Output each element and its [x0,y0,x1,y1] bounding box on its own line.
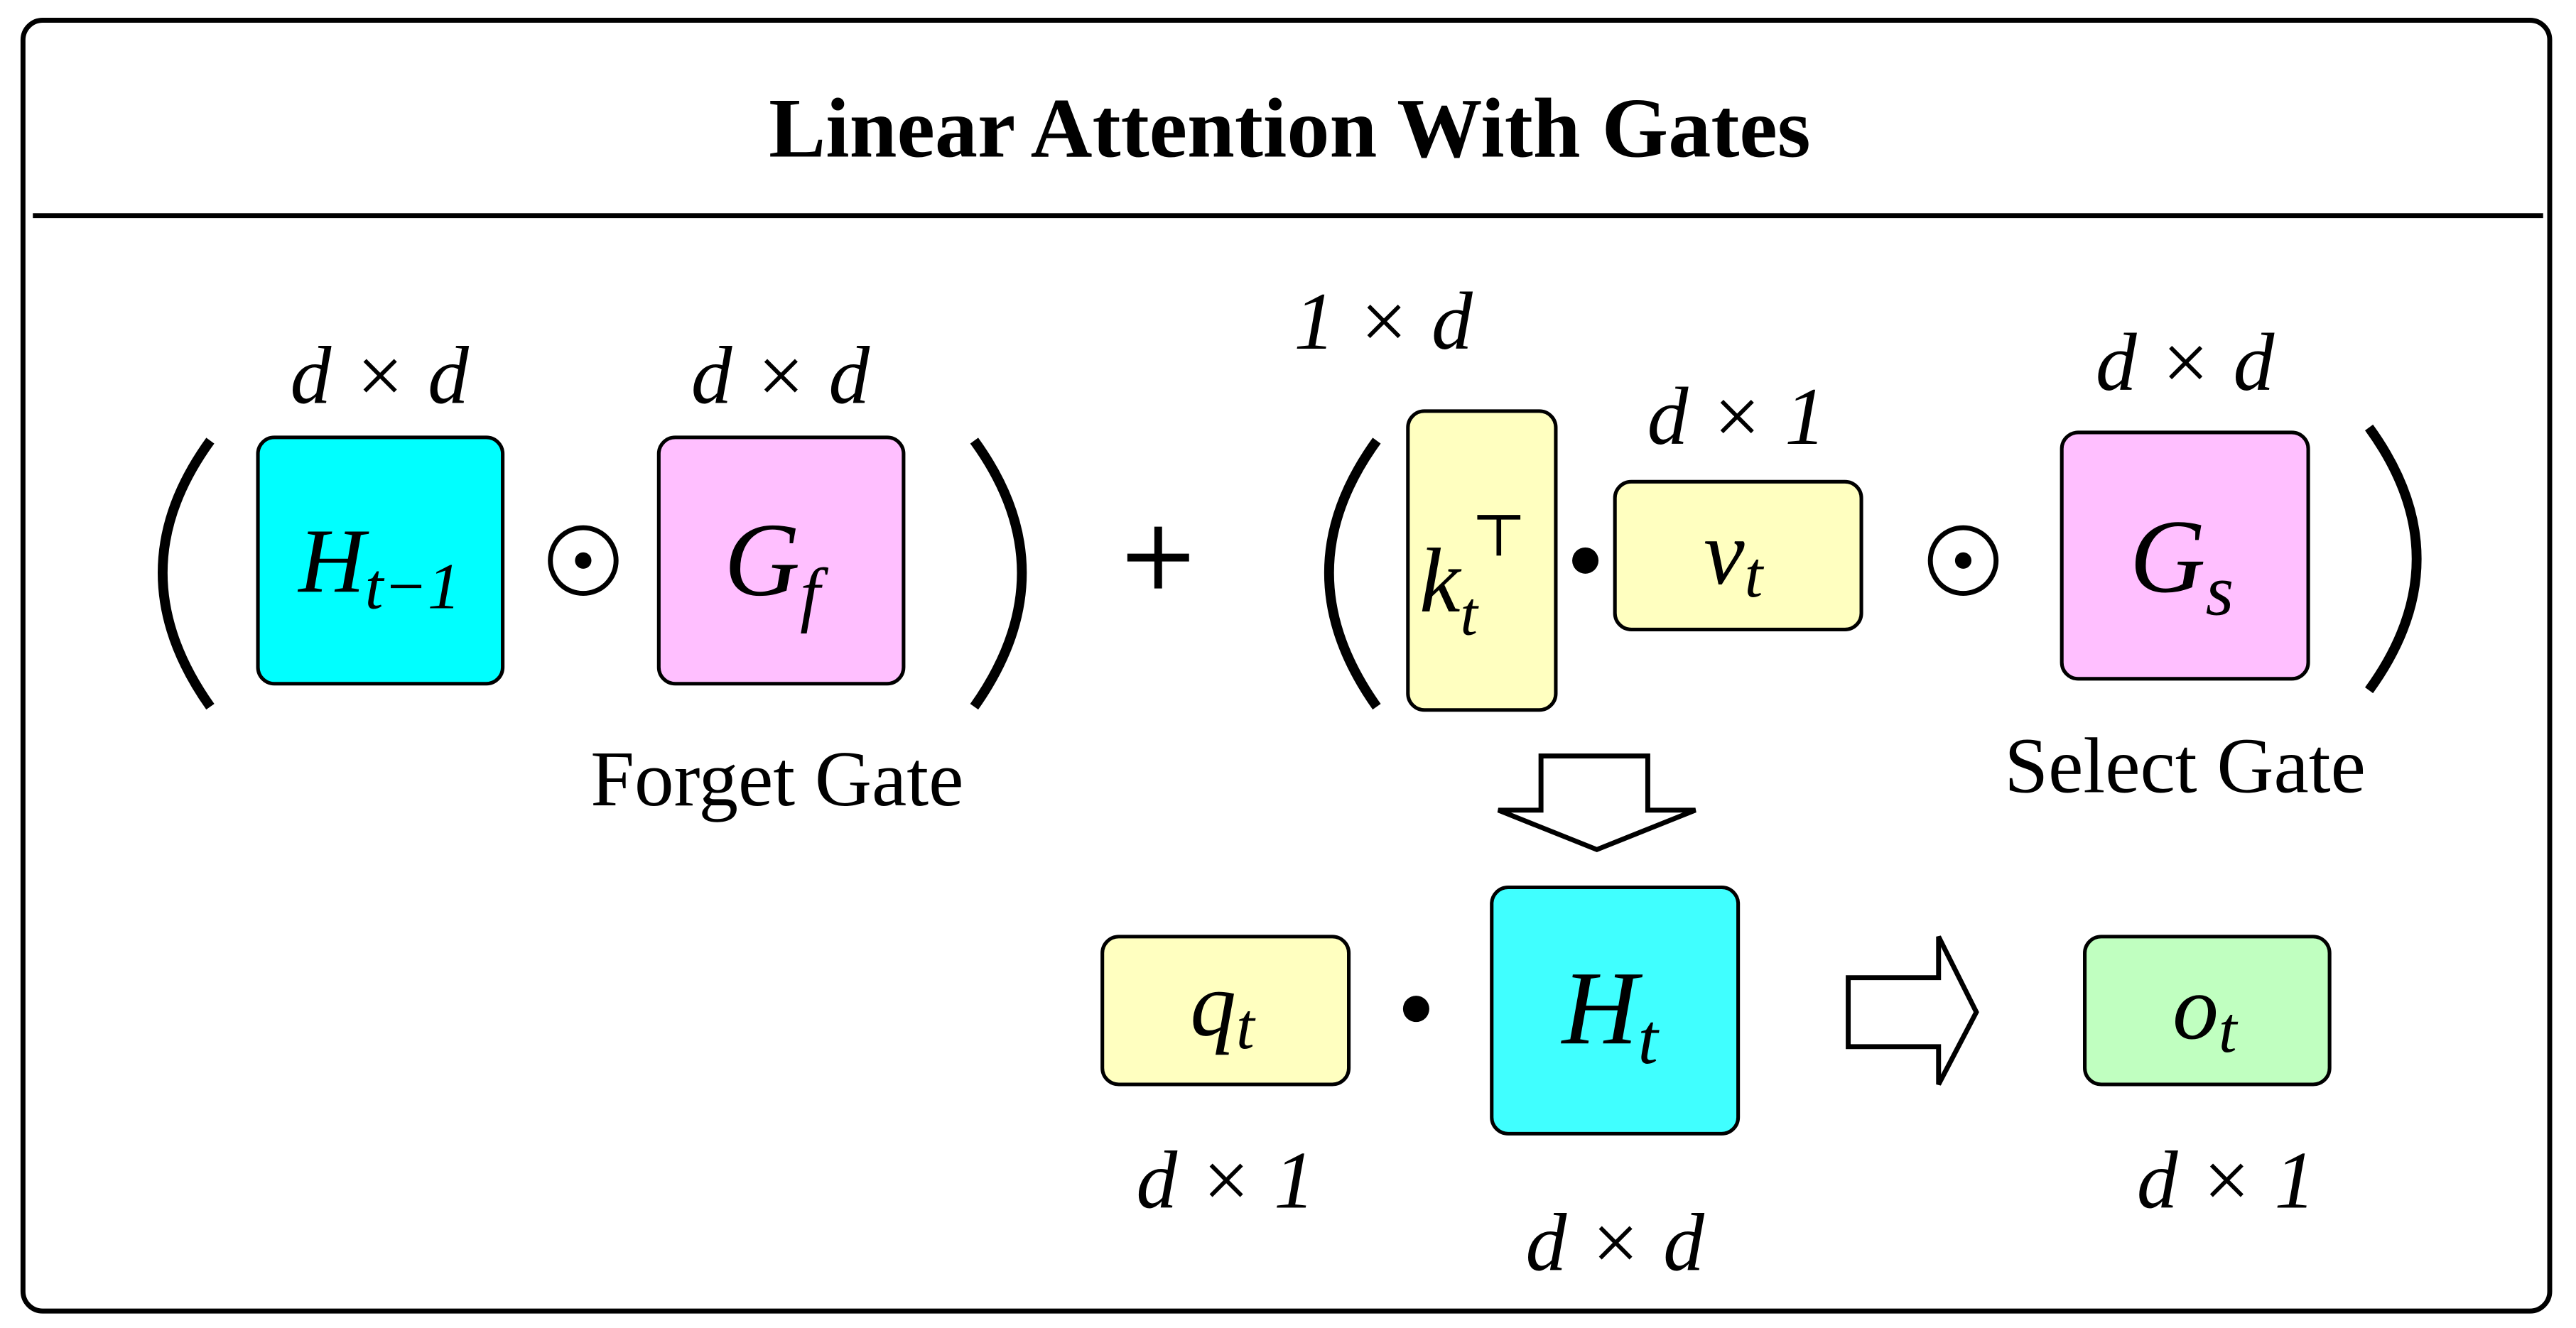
close-paren-2 [2365,424,2422,694]
right-arrow-icon [1846,935,1979,1086]
h-prev-box [256,435,505,686]
q-term: qt [1190,954,1256,1064]
dim-o: d × 1 [2137,1135,2315,1226]
k-term: kt⊤ [1419,504,1527,648]
dim-k: 1 × d [1294,276,1473,367]
diagram-title: Linear Attention With Gates [769,81,1811,175]
dim-h-t: d × d [1525,1197,1705,1288]
open-paren-2 [1324,437,1381,710]
down-arrow-icon [1497,753,1696,853]
plus-op: + [1117,497,1199,612]
dim-g-f: d × d [691,330,871,421]
h-t-term: Ht [1561,950,1660,1079]
select-gate-box [2060,430,2310,681]
dot-op-2 [1402,996,1429,1023]
hadamard-dot-2 [1954,552,1971,569]
dot-op-1 [1572,547,1599,574]
h-prev-term: Ht−1 [297,511,460,623]
o-box [2083,935,2332,1087]
h-t-box [1490,885,1741,1136]
q-box [1100,935,1351,1087]
hadamard-op-2 [1927,525,1999,597]
forget-gate-box [656,435,906,686]
close-paren-1 [970,437,1027,710]
dim-g-s: d × d [2096,317,2275,408]
g-s-term: Gs [2130,499,2234,631]
select-gate-label: Select Gate [2004,722,2366,810]
o-term: ot [2172,957,2239,1067]
hadamard-dot-1 [575,552,592,569]
dim-h-prev: d × d [290,330,470,421]
k-box [1406,409,1558,712]
v-term: vt [1704,503,1764,612]
dim-v: d × 1 [1647,371,1826,462]
forget-gate-label: Forget Gate [590,736,963,823]
g-f-term: Gf [724,502,828,634]
open-paren-1 [158,437,215,710]
v-box [1613,479,1863,631]
hadamard-op-1 [548,525,619,597]
dim-q: d × 1 [1136,1135,1314,1226]
